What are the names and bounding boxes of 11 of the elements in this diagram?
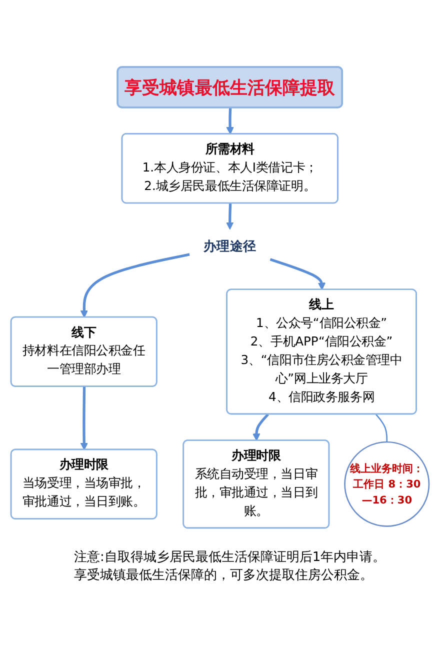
arrow: [80, 253, 190, 318]
note-text: 享受城镇最低生活保障的，可多次提取住房公积金。: [74, 566, 374, 585]
arrow: [226, 108, 234, 134]
node-circle: 线上业务时间：工作日 8：30—16：30: [344, 441, 430, 527]
arrow: [270, 258, 326, 290]
connector: [375, 414, 388, 442]
note-text: 注意:自取得城乡居民最低生活保障证明后1年内申请。: [74, 548, 387, 567]
arrow: [226, 203, 234, 230]
arrow: [80, 386, 88, 450]
arrow: [252, 413, 269, 441]
node-text: 办理途径: [204, 238, 256, 254]
